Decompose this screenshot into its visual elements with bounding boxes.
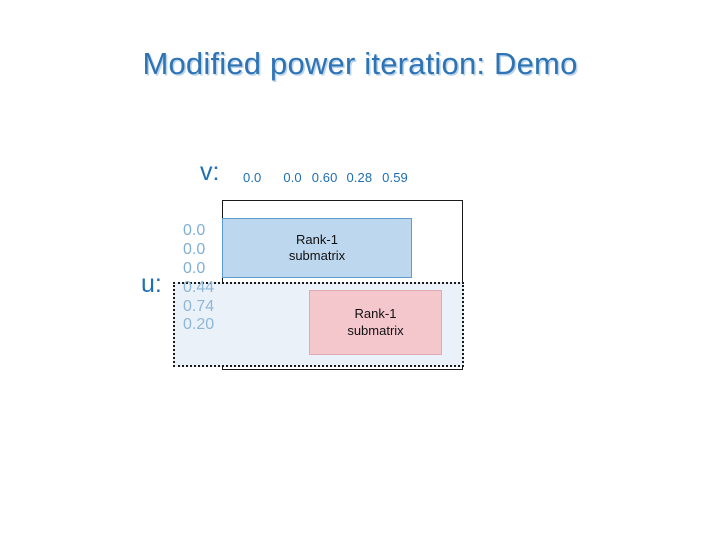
rank1-pink-label-line2: submatrix bbox=[347, 322, 404, 338]
vector-v-value-3: 0.28 bbox=[346, 170, 373, 185]
vector-v-value-2: 0.60 bbox=[311, 170, 338, 185]
vector-u-value-1: 0.0 bbox=[183, 240, 206, 258]
rank1-blue-submatrix: Rank-1 submatrix bbox=[222, 218, 412, 278]
vector-u-value-4: 0.74 bbox=[183, 297, 215, 315]
vector-v-value-4: 0.59 bbox=[382, 170, 408, 185]
vector-u-value-5: 0.20 bbox=[183, 316, 215, 334]
vector-v-values: 0.0 0.0 0.60 0.28 0.59 bbox=[243, 170, 408, 185]
rank1-pink-label-line1: Rank-1 bbox=[354, 306, 397, 322]
vector-u-value-2: 0.0 bbox=[183, 259, 206, 277]
vector-u-label: u: bbox=[141, 270, 162, 298]
vector-v-value-1: 0.0 bbox=[283, 170, 302, 185]
vector-u-value-0: 0.0 bbox=[183, 222, 206, 239]
rank1-pink-submatrix: Rank-1 submatrix bbox=[309, 290, 442, 355]
vector-v-value-0: 0.0 bbox=[243, 170, 262, 185]
vector-u-value-3: 0.44 bbox=[183, 278, 215, 296]
vector-u-values: 0.0 0.0 0.0 0.44 0.74 0.20 bbox=[183, 222, 214, 335]
vector-v-label: v: bbox=[200, 158, 220, 186]
rank1-blue-label-line2: submatrix bbox=[288, 248, 346, 263]
rank1-blue-label: Rank-1 submatrix bbox=[289, 232, 345, 265]
rank1-pink-label: Rank-1 submatrix bbox=[347, 306, 403, 339]
page-title: Modified power iteration: Demo bbox=[142, 46, 578, 81]
rank1-blue-label-line1: Rank-1 bbox=[296, 231, 338, 247]
